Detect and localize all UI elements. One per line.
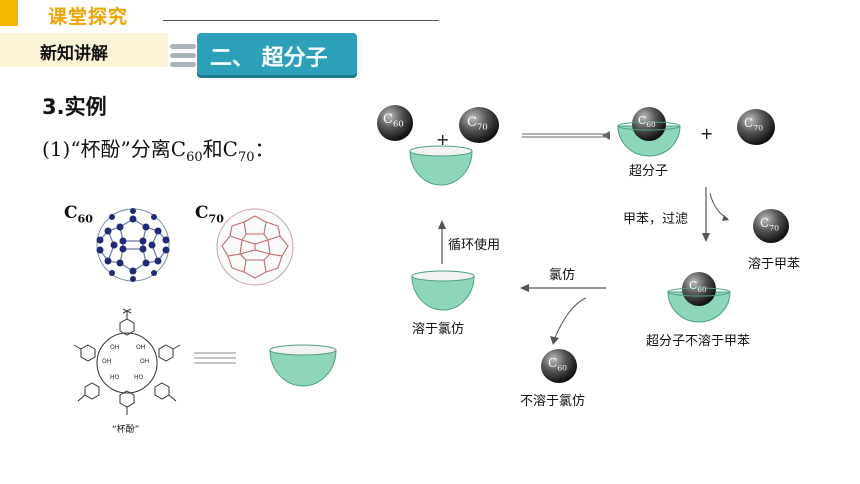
section-title: 二、 超分子: [210, 46, 328, 71]
oh-label: OH: [136, 344, 145, 351]
left-arrow: [520, 284, 606, 292]
curved-arrow: [550, 297, 587, 345]
dissolve-chloroform-label: 溶于氯仿: [412, 322, 465, 337]
subtitle-label: 新知讲解: [40, 44, 108, 64]
oh-label: OH: [140, 358, 149, 365]
oh-label: OH: [102, 358, 111, 365]
oh-label: OH: [110, 344, 119, 351]
c60-ball-icon: [541, 349, 577, 383]
ho-label: HO: [110, 374, 120, 381]
connector-icon: [170, 44, 196, 67]
insoluble-chloroform-label: 不溶于氯仿: [520, 394, 586, 409]
reaction-arrow: [522, 131, 610, 140]
c70-ball-label: C70: [760, 216, 780, 233]
insoluble-toluene-label: 超分子不溶于甲苯: [646, 334, 751, 349]
supramolecule-ball-label: C60: [689, 279, 707, 295]
toluene-filter-label: 甲苯，过滤: [623, 212, 689, 227]
c70-ball-icon: [459, 107, 499, 143]
supramolecule-icon: [667, 272, 731, 323]
equivalence-sign: [194, 352, 236, 364]
down-arrow: [702, 187, 729, 242]
up-arrow: [438, 220, 446, 264]
subtitle-box: [0, 33, 168, 67]
c70-ball-label: C70: [467, 115, 488, 132]
dissolve-toluene-label: 溶于甲苯: [748, 257, 801, 272]
c60-ball-icon: [377, 105, 413, 141]
c70-ball-icon: [737, 109, 775, 145]
c70-label: C70: [195, 203, 224, 226]
c60-molecule-model: [96, 208, 170, 282]
example-line: (1)“杯酚”分离C60和C70：: [42, 137, 275, 165]
page-title: 课堂探究: [48, 6, 129, 28]
recycle-label: 循环使用: [448, 238, 501, 253]
section-tag: [197, 33, 357, 75]
c70-ball-label: C70: [744, 116, 764, 133]
supramolecule-ball-label: C60: [638, 114, 656, 130]
header-divider: [163, 20, 439, 21]
plus-sign: +: [700, 124, 714, 143]
plus-sign: +: [436, 130, 450, 149]
example-heading: 3.实例: [42, 95, 107, 119]
calixarene-bowl: [409, 145, 473, 186]
c60-label: C60: [64, 203, 93, 226]
supramolecule-label: 超分子: [629, 164, 669, 179]
c70-molecule-model: [216, 208, 294, 286]
c70-ball-icon: [753, 209, 789, 243]
ho-label: HO: [134, 374, 144, 381]
chloroform-label: 氯仿: [549, 268, 576, 283]
calixarene-bowl: [269, 344, 337, 387]
header-accent-bar: [0, 0, 18, 26]
supramolecule-icon: [617, 107, 681, 157]
calixarene-structure: OH OH OH OH HO HO: [73, 308, 181, 415]
c60-ball-label: C60: [548, 356, 568, 373]
calixarene-bowl: [411, 270, 475, 311]
calixarene-caption: “杯酚”: [112, 425, 140, 435]
c60-ball-label: C60: [383, 112, 404, 129]
